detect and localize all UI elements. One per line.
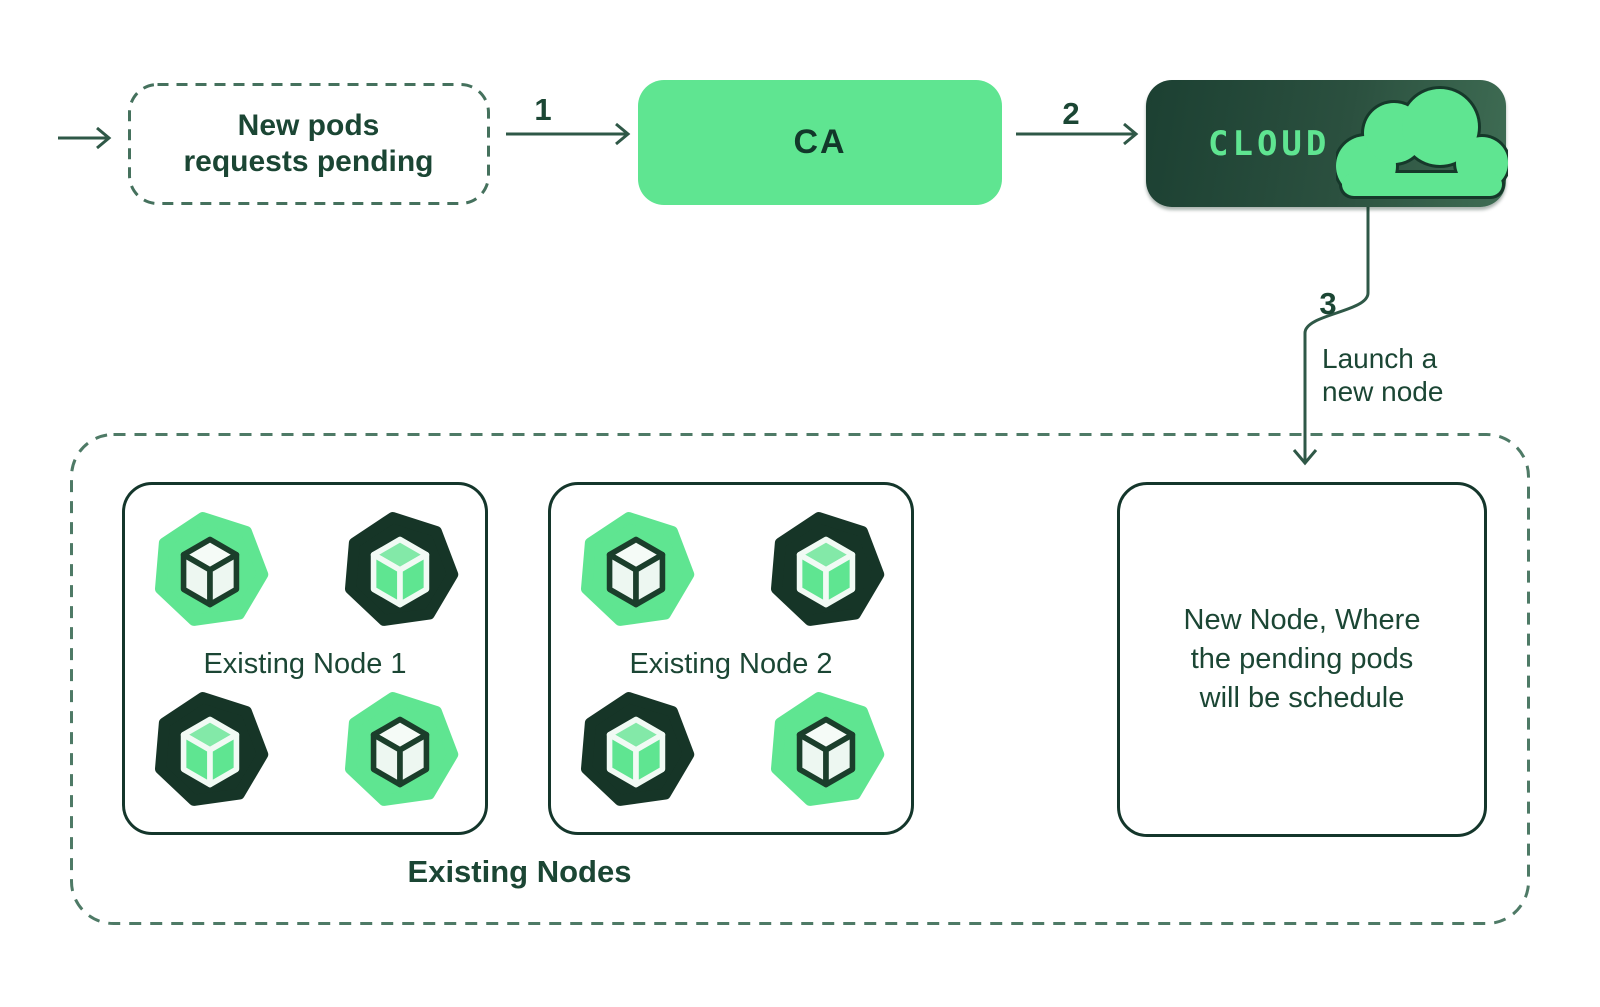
pod-icon-dark	[765, 511, 887, 633]
pending-pods-line1: New pods	[237, 108, 380, 142]
pod-icon-light	[339, 691, 461, 813]
pod-icon-dark	[339, 511, 461, 633]
cloud-icon	[1336, 86, 1508, 199]
cloud-label: CLOUD	[1208, 123, 1331, 164]
new-node-line1: New Node, Where	[1183, 604, 1421, 636]
entry-arrow-head	[96, 126, 112, 150]
new-node-line3: will be schedule	[1199, 682, 1405, 714]
ca-box: CA	[638, 80, 1002, 205]
arrow1-head	[615, 122, 631, 146]
pod-icon-dark	[575, 691, 697, 813]
step-1-label: 1	[534, 92, 552, 127]
existing-node-1-box: Existing Node 1	[122, 482, 488, 835]
pod-icon-light	[575, 511, 697, 633]
existing-node-2-box: Existing Node 2	[548, 482, 914, 835]
ca-label: CA	[793, 123, 847, 161]
launch-new-node-label: Launch a new node	[1322, 342, 1443, 408]
launch-label-line2: new node	[1322, 376, 1444, 407]
arrow3-head	[1292, 449, 1318, 466]
pending-pods-box: New pods requests pending	[129, 84, 488, 203]
arrow3-curve	[1303, 207, 1370, 461]
existing-node-1-label: Existing Node 1	[203, 647, 407, 680]
existing-nodes-group-label: Existing Nodes	[407, 854, 632, 889]
pending-pods-line2: requests pending	[183, 144, 434, 178]
new-node-line2: the pending pods	[1190, 643, 1414, 675]
step-3-label: 3	[1319, 286, 1337, 321]
step-2-label: 2	[1062, 96, 1080, 131]
pod-icon-dark	[149, 691, 271, 813]
arrow2-head	[1123, 122, 1139, 146]
pod-icon-light	[149, 511, 271, 633]
pod-icon-light	[765, 691, 887, 813]
existing-node-2-label: Existing Node 2	[629, 647, 833, 680]
launch-label-line1: Launch a	[1322, 343, 1438, 374]
new-node-box: New Node, Where the pending pods will be…	[1117, 482, 1487, 837]
cloud-box: CLOUD	[1146, 80, 1508, 207]
